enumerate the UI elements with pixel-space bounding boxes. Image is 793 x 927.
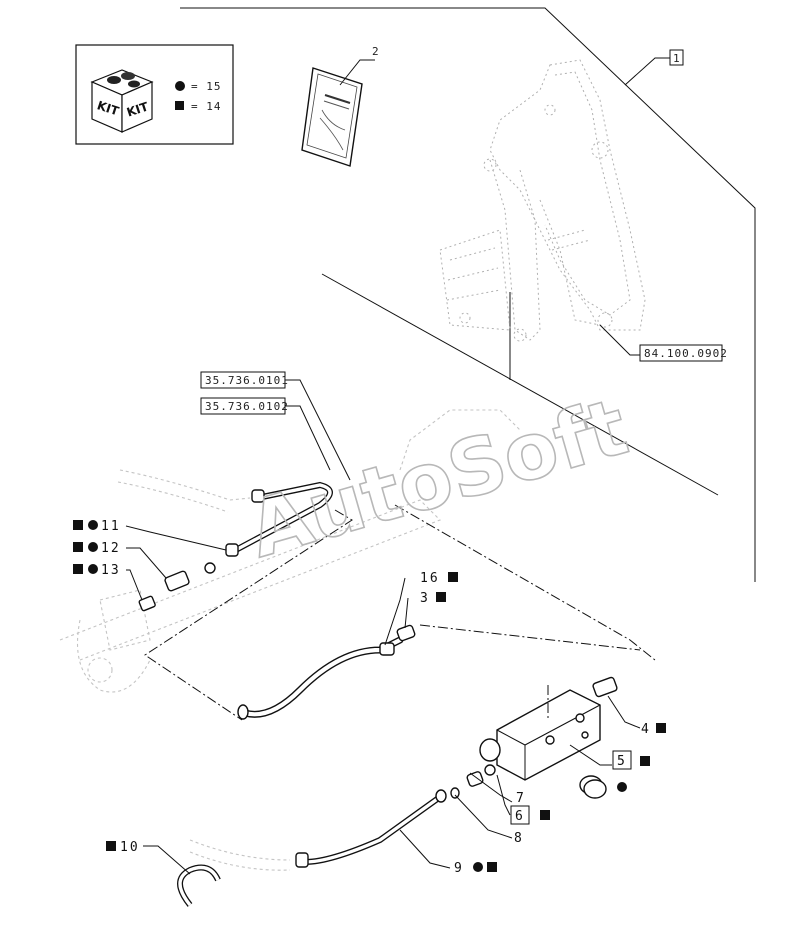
callout-3: 3 <box>420 591 430 606</box>
callout-12: 12 <box>101 541 121 556</box>
callout-2: 2 <box>372 45 380 58</box>
valve-block <box>479 676 618 781</box>
circle-symbol <box>175 81 185 91</box>
manual-booklet: 2 <box>301 45 380 167</box>
fittings-7-8 <box>450 764 496 799</box>
callout-5: 5 <box>617 754 627 769</box>
kit-label-right: KIT <box>125 99 151 119</box>
backhoe-frame <box>439 59 646 356</box>
ref-35b-label: 35.736.0102 <box>205 400 289 413</box>
frame-lines <box>180 7 756 582</box>
ref-84-label: 84.100.0902 <box>644 347 728 360</box>
kit-circle-legend: = 15 <box>191 80 222 93</box>
kit-label-left: KIT <box>95 98 121 118</box>
part-10 <box>177 864 221 907</box>
ghost-boom <box>59 409 521 871</box>
assembly-ref-label: 1 <box>673 52 681 65</box>
callout-8: 8 <box>514 831 524 846</box>
ref-boxes-35: 35.736.0101 35.736.0102 <box>200 371 351 481</box>
hose-16 <box>237 624 416 720</box>
kit-square-legend: = 14 <box>191 100 222 113</box>
kit-box-icon: KIT KIT <box>90 69 154 133</box>
ref-box-84: 84.100.0902 <box>639 344 728 362</box>
callout-7: 7 <box>516 791 526 806</box>
square-symbol <box>175 101 184 110</box>
kit-legend-box: KIT KIT = 15 = 14 <box>75 44 234 145</box>
callout-13: 13 <box>101 563 121 578</box>
callout-11: 11 <box>101 519 121 534</box>
pipe-9 <box>295 789 447 868</box>
watermark: AutoSoft <box>239 382 637 575</box>
callout-10: 10 <box>120 840 140 855</box>
callouts: 11 12 13 16 3 4 5 7 6 8 9 10 <box>73 519 666 876</box>
pipe-11 <box>225 481 333 557</box>
ref-35a-label: 35.736.0101 <box>205 374 289 387</box>
fittings-12-13 <box>138 562 216 612</box>
assembly-ref-1: 1 <box>624 49 684 86</box>
callout-4: 4 <box>641 722 651 737</box>
leader-lines <box>125 525 641 875</box>
callout-9: 9 <box>454 861 464 876</box>
callout-16: 16 <box>420 571 440 586</box>
dash-lines <box>144 504 656 721</box>
callout-6: 6 <box>515 809 525 824</box>
o-ring-5 <box>579 775 607 799</box>
